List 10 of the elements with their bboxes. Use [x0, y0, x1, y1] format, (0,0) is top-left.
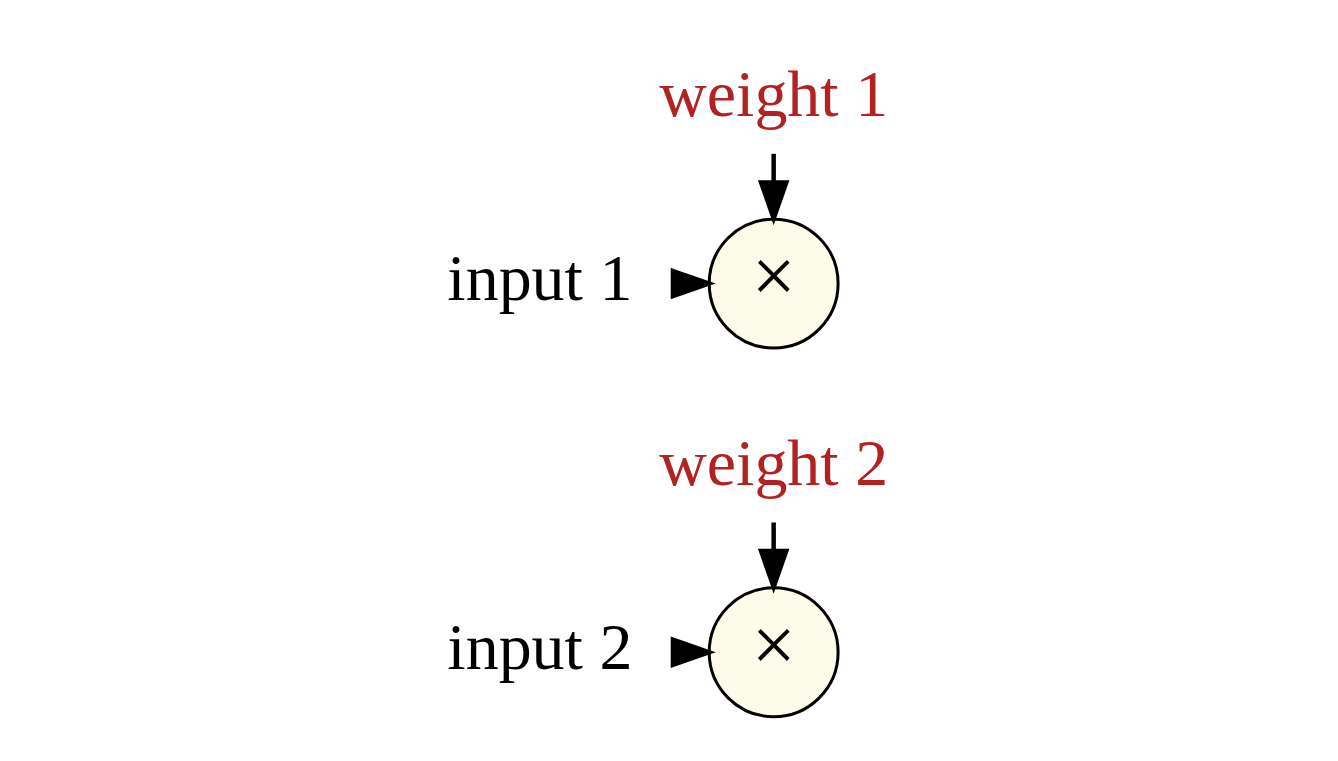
arrow — [757, 522, 789, 594]
node-text: weight 2 — [658, 425, 888, 499]
node-text: input 2 — [446, 609, 632, 683]
node-circle: × — [707, 585, 840, 718]
node-circle: × — [707, 217, 840, 350]
node-text: weight 1 — [658, 56, 888, 130]
node-text: input 1 — [446, 240, 632, 314]
arrow — [670, 267, 716, 299]
arrow — [757, 153, 789, 225]
arrow — [670, 636, 716, 668]
